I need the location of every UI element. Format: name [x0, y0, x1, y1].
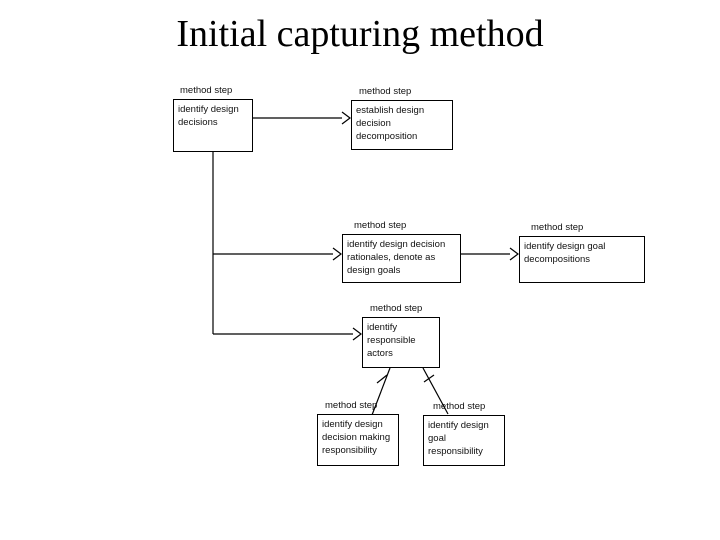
node-body: identify design decision rationales, den… — [347, 239, 446, 276]
node-identify-design-goal-decompositions: method step identify design goal decompo… — [519, 222, 645, 283]
node-box: identify design goal responsibility — [423, 415, 505, 466]
node-body: identify design goal responsibility — [428, 420, 489, 457]
arrowhead-icon — [352, 327, 362, 341]
node-header: method step — [354, 220, 407, 231]
node-body: identify design goal decompositions — [524, 241, 606, 265]
node-header: method step — [180, 85, 233, 96]
node-identify-responsible-actors: method step identify responsible actors — [362, 303, 440, 368]
arrowhead-icon — [341, 111, 351, 125]
node-box: establish design decision decomposition — [351, 100, 453, 150]
cross-tick-icon — [423, 374, 435, 383]
arrowhead-icon — [332, 247, 342, 261]
node-identify-design-goal-responsibility: method step identify design goal respons… — [423, 401, 505, 466]
node-body: identify design decisions — [178, 104, 239, 128]
node-header: method step — [359, 86, 412, 97]
node-box: identify responsible actors — [362, 317, 440, 368]
slide-title: Initial capturing method — [176, 13, 544, 55]
node-identify-design-decisions: method step identify design decisions — [173, 85, 253, 152]
node-establish-design-decision-decomposition: method step establish design decision de… — [351, 86, 453, 150]
arrowhead-icon — [509, 247, 519, 261]
node-identify-design-decision-making-responsibility: method step identify design decision mak… — [317, 400, 399, 466]
node-identify-design-decision-rationales: method step identify design decision rat… — [342, 220, 461, 283]
cross-tick-icon — [376, 374, 388, 384]
node-box: identify design decision rationales, den… — [342, 234, 461, 283]
node-header: method step — [433, 401, 486, 412]
node-body: establish design decision decomposition — [356, 105, 425, 142]
node-box: identify design goal decompositions — [519, 236, 645, 283]
node-box: identify design decision making responsi… — [317, 414, 399, 466]
node-body: identify design decision making responsi… — [322, 419, 391, 456]
node-header: method step — [531, 222, 584, 233]
node-body: identify responsible actors — [367, 322, 416, 359]
node-header: method step — [325, 400, 378, 411]
node-box: identify design decisions — [173, 99, 253, 152]
node-header: method step — [370, 303, 423, 314]
